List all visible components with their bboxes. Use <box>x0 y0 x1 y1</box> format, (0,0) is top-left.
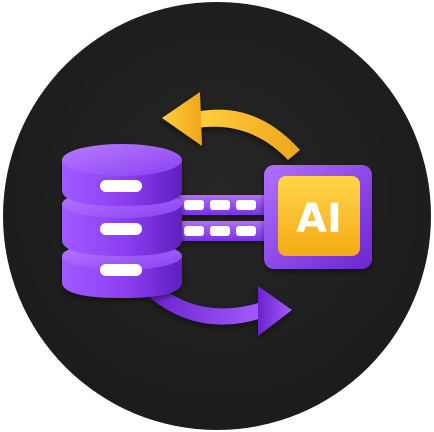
database-slot <box>100 180 142 192</box>
connector-slot <box>184 226 204 236</box>
database-icon <box>62 144 182 298</box>
connector-slot <box>210 226 230 236</box>
ai-badge-label: AI <box>296 196 342 242</box>
connector-slot <box>184 200 204 210</box>
connector-slot <box>210 200 230 210</box>
yellow-sync-arrow-icon <box>162 92 300 160</box>
data-connector <box>172 195 272 241</box>
ai-badge-icon: AI <box>264 165 372 269</box>
purple-sync-arrow-icon <box>150 286 292 336</box>
connector-slot <box>236 226 256 236</box>
ai-badge-face <box>278 176 360 256</box>
database-slot <box>100 223 142 235</box>
database-slot <box>100 264 142 276</box>
background-circle <box>3 2 431 430</box>
connector-slot <box>236 200 256 210</box>
